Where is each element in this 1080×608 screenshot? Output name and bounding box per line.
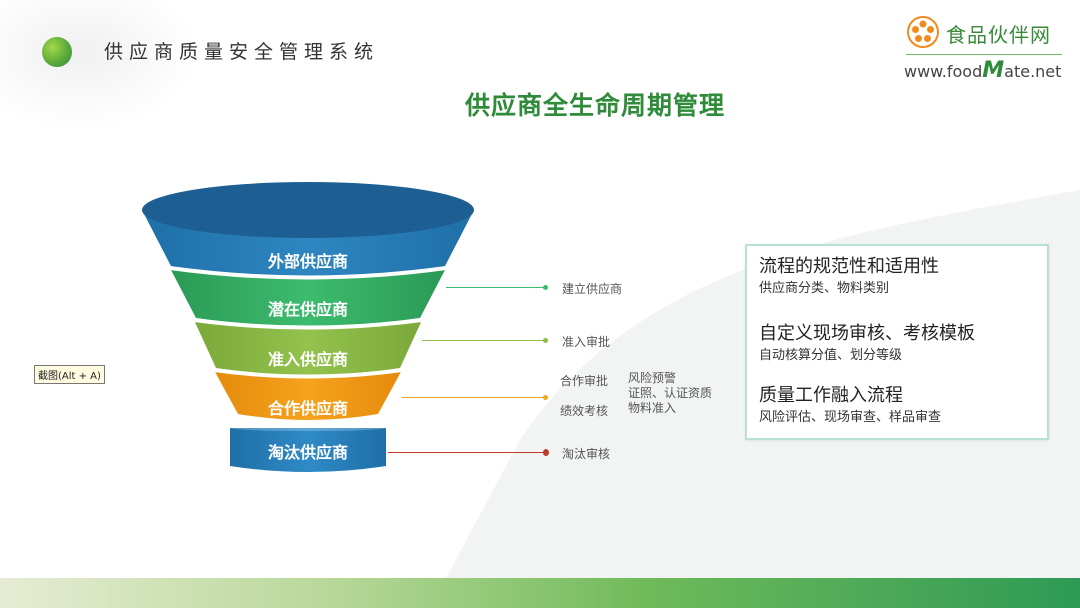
- logo-flower-icon: [907, 16, 939, 48]
- logo-divider: [906, 54, 1062, 55]
- info-heading-1: 流程的规范性和适用性: [759, 256, 939, 277]
- connector-eliminate-dot: [543, 449, 549, 456]
- funnel-top-opening: [142, 182, 474, 238]
- funnel-label-cooperative: 合作供应商: [267, 399, 348, 418]
- step-material-access: 物料准入: [628, 401, 677, 415]
- step-coop-approve: 合作审批: [560, 374, 609, 388]
- funnel-label-admitted: 准入供应商: [267, 350, 348, 369]
- header-shadow: [0, 0, 200, 130]
- logo-url: www.foodMate.net: [904, 58, 1061, 83]
- logo-name: 食品伙伴网: [946, 23, 1051, 47]
- step-approve: 准入审批: [562, 335, 611, 349]
- connector-build: [446, 287, 546, 288]
- main-title: 供应商全生命周期管理: [464, 91, 725, 120]
- funnel-level-eliminated: [230, 425, 386, 472]
- info-detail-1: 供应商分类、物料类别: [759, 281, 890, 296]
- step-risk-warning: 风险预警: [628, 371, 677, 385]
- logo-url-suffix: ate.net: [1004, 62, 1062, 81]
- header-dot-icon: [42, 37, 72, 67]
- bottom-gradient-bar: [0, 578, 1080, 608]
- logo-url-prefix: www.food: [904, 62, 983, 81]
- step-eliminate: 淘汰审核: [562, 447, 611, 461]
- funnel-level-cooperative: [213, 368, 403, 420]
- info-detail-2: 自动核算分值、划分等级: [759, 348, 903, 363]
- logo-url-mark: M: [982, 58, 1005, 83]
- info-heading-3: 质量工作融入流程: [759, 385, 903, 406]
- connector-cooperate-dot: [543, 395, 548, 400]
- info-heading-2: 自定义现场审核、考核模板: [759, 323, 975, 344]
- connector-approve: [422, 340, 546, 341]
- funnel-label-eliminated: 淘汰供应商: [267, 443, 348, 462]
- feature-info-box: 流程的规范性和适用性 供应商分类、物料类别 自定义现场审核、考核模板 自动核算分…: [745, 244, 1049, 440]
- step-performance: 绩效考核: [560, 404, 609, 418]
- funnel-label-external: 外部供应商: [267, 252, 348, 271]
- info-detail-3: 风险评估、现场审查、样品审查: [759, 410, 942, 425]
- step-cert: 证照、认证资质: [628, 386, 713, 400]
- connector-eliminate: [388, 452, 546, 453]
- connector-approve-dot: [543, 338, 548, 343]
- step-build: 建立供应商: [562, 282, 623, 296]
- funnel-label-potential: 潜在供应商: [267, 300, 348, 319]
- funnel-level-admitted: [193, 318, 423, 375]
- screenshot-tooltip: 截图(Alt + A): [34, 365, 105, 384]
- connector-cooperate: [402, 397, 546, 398]
- header-title: 供应商质量安全管理系统: [104, 41, 380, 63]
- connector-build-dot: [543, 285, 548, 290]
- funnel-level-potential: [169, 266, 447, 326]
